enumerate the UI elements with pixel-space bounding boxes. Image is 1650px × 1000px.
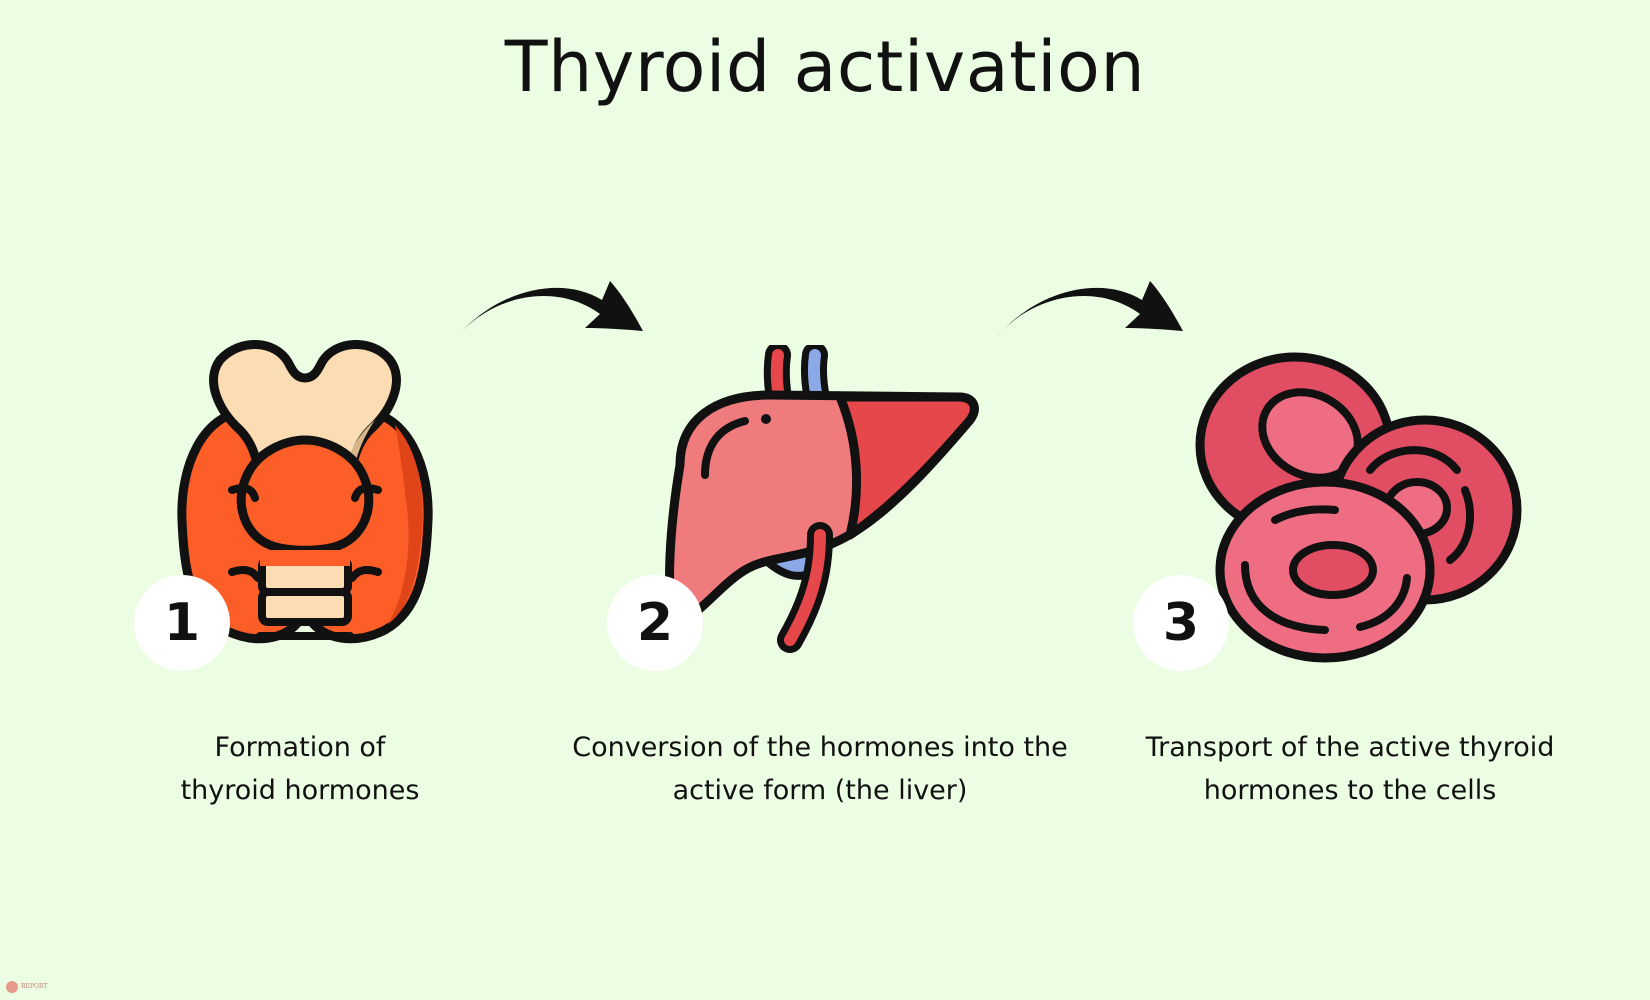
watermark-logo: REPORT xyxy=(6,981,47,993)
curved-arrow-icon xyxy=(456,281,643,338)
step-3-caption-line-1: Transport of the active thyroid xyxy=(1145,732,1555,763)
step-3-caption-line-2: hormones to the cells xyxy=(1203,775,1497,806)
step-2-caption-line-2: active form (the liver) xyxy=(672,775,968,806)
logo-mark-icon xyxy=(6,981,18,993)
liver-icon xyxy=(665,345,979,653)
step-2-caption: Conversion of the hormones into the acti… xyxy=(565,726,1075,812)
step-1-caption: Formation of thyroid hormones xyxy=(120,726,480,812)
step-3-caption: Transport of the active thyroid hormones… xyxy=(1130,726,1570,812)
step-1-badge: 1 xyxy=(134,575,230,671)
step-1-caption-line-1: Formation of xyxy=(214,732,386,763)
step-1-caption-line-2: thyroid hormones xyxy=(180,775,420,806)
step-3-badge: 3 xyxy=(1133,575,1229,671)
step-2-caption-line-1: Conversion of the hormones into the xyxy=(572,732,1068,763)
diagram-title: Thyroid activation xyxy=(504,26,1146,108)
red-blood-cells-icon xyxy=(1195,352,1522,663)
thyroid-gland-icon xyxy=(177,340,433,644)
logo-text: REPORT xyxy=(21,983,48,990)
step-2-badge: 2 xyxy=(607,575,703,671)
curved-arrow-icon xyxy=(996,281,1183,338)
